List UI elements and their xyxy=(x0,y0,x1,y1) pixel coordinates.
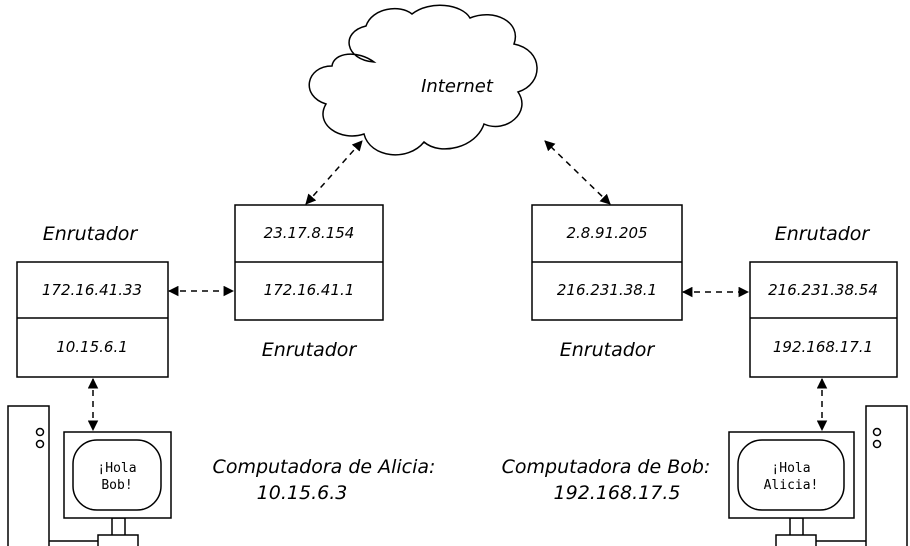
screen-bob-line2: Alicia! xyxy=(764,478,819,493)
router-alice-isp-top-ip: 23.17.8.154 xyxy=(264,224,355,242)
monitor-bob-screen xyxy=(737,439,845,511)
monitor-alice-stand xyxy=(111,517,126,537)
tower-alice-button xyxy=(35,439,45,449)
internet-label: Internet xyxy=(421,76,494,97)
computer-alice: ¡Hola Bob! Computadora de Alicia: 10.15.… xyxy=(7,405,436,546)
tower-bob-button xyxy=(872,427,882,437)
router-bob-home-label: Enrutador xyxy=(775,223,871,245)
router-bob-isp-top-ip: 2.8.91.205 xyxy=(566,224,647,242)
screen-alice-line1: ¡Hola xyxy=(97,461,136,476)
router-alice-isp-bottom-ip: 172.16.41.1 xyxy=(264,281,355,299)
computer-bob-label-line2: 192.168.17.5 xyxy=(554,482,681,504)
monitor-bob-base xyxy=(775,534,817,546)
router-alice-home-label: Enrutador xyxy=(43,223,139,245)
router-bob-home: 216.231.38.54 192.168.17.1 Enrutador xyxy=(749,223,898,378)
router-alice-home-bottom-ip: 10.15.6.1 xyxy=(56,338,128,356)
screen-bob-line1: ¡Hola xyxy=(771,461,810,476)
tower-bob xyxy=(865,405,908,546)
computer-bob: ¡Hola Alicia! Computadora de Bob: 192.16… xyxy=(502,405,908,546)
router-bob-isp-label: Enrutador xyxy=(560,339,656,361)
tower-bob-button xyxy=(872,439,882,449)
computer-alice-label-line2: 10.15.6.3 xyxy=(257,482,348,504)
tower-alice xyxy=(7,405,50,546)
internet-cloud: Internet xyxy=(308,4,538,156)
monitor-alice-base xyxy=(97,534,139,546)
router-alice-home: 172.16.41.33 10.15.6.1 Enrutador xyxy=(16,223,169,378)
connections xyxy=(87,140,828,432)
router-alice-isp-label: Enrutador xyxy=(262,339,358,361)
monitor-bob-stand xyxy=(789,517,804,537)
link-cloud-alice-isp xyxy=(305,140,363,205)
link-cloud-bob-isp xyxy=(544,140,611,205)
router-bob-home-top-ip: 216.231.38.54 xyxy=(768,281,878,299)
router-bob-isp-bottom-ip: 216.231.38.1 xyxy=(557,281,657,299)
router-alice-isp: 23.17.8.154 172.16.41.1 Enrutador xyxy=(234,204,384,361)
router-bob-isp: 2.8.91.205 216.231.38.1 Enrutador xyxy=(531,204,683,361)
router-alice-home-top-ip: 172.16.41.33 xyxy=(42,281,142,299)
monitor-alice-screen xyxy=(72,439,162,511)
tower-alice-button xyxy=(35,427,45,437)
computer-alice-label-line1: Computadora de Alicia: xyxy=(213,456,436,478)
computer-bob-label-line1: Computadora de Bob: xyxy=(502,456,711,478)
screen-alice-line2: Bob! xyxy=(101,478,132,493)
router-bob-home-bottom-ip: 192.168.17.1 xyxy=(773,338,873,356)
